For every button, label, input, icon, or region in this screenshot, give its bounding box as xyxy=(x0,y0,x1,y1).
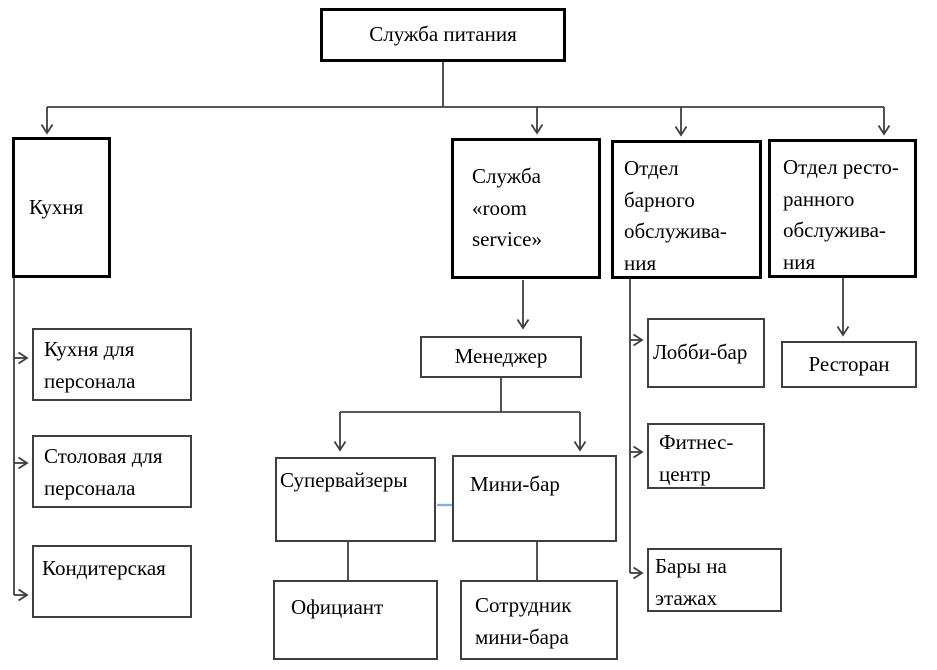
node-lobby-bar: Лобби-бар xyxy=(647,318,765,388)
node-label: Служба «room service» xyxy=(472,164,542,251)
node-label: Кухня xyxy=(29,194,84,219)
node-kitchen: Кухня xyxy=(12,137,111,278)
node-label: Супервайзеры xyxy=(280,468,408,492)
node-label: Менеджер xyxy=(454,344,548,369)
node-room-service: Служба «room service» xyxy=(451,138,601,279)
node-label: Отдел барного обслужива- ния xyxy=(624,156,727,275)
node-label: Кондитерская xyxy=(42,556,166,580)
node-supervisors: Супервайзеры xyxy=(275,457,436,542)
node-label: Официант xyxy=(291,595,384,619)
node-waiter: Официант xyxy=(273,580,438,660)
node-label: Кухня для персонала xyxy=(44,337,136,393)
node-label: Столовая для персонала xyxy=(44,444,163,500)
node-label: Лобби-бар xyxy=(653,340,748,365)
node-restaurant-department: Отдел ресто- ранного обслужива- ния xyxy=(768,139,917,278)
node-floor-bars: Бары на этажах xyxy=(647,548,782,612)
node-label: Сотрудник мини-бара xyxy=(475,593,572,649)
node-label: Фитнес- центр xyxy=(659,430,734,486)
node-label: Служба питания xyxy=(369,22,517,47)
node-restaurant: Ресторан xyxy=(781,341,917,388)
node-label: Бары на этажах xyxy=(655,554,727,610)
node-label: Ресторан xyxy=(808,351,890,376)
node-minibar-employee: Сотрудник мини-бара xyxy=(460,580,618,660)
node-bar-department: Отдел барного обслужива- ния xyxy=(611,140,762,279)
node-minibar: Мини-бар xyxy=(452,455,617,542)
node-food-service: Служба питания xyxy=(320,8,566,62)
node-confectionery: Кондитерская xyxy=(32,545,192,618)
node-manager: Менеджер xyxy=(420,336,582,378)
node-fitness-center: Фитнес- центр xyxy=(647,423,765,489)
node-staff-kitchen: Кухня для персонала xyxy=(32,328,192,401)
node-label: Отдел ресто- ранного обслужива- ния xyxy=(783,155,899,274)
node-label: Мини-бар xyxy=(470,472,560,496)
node-staff-canteen: Столовая для персонала xyxy=(32,435,192,508)
